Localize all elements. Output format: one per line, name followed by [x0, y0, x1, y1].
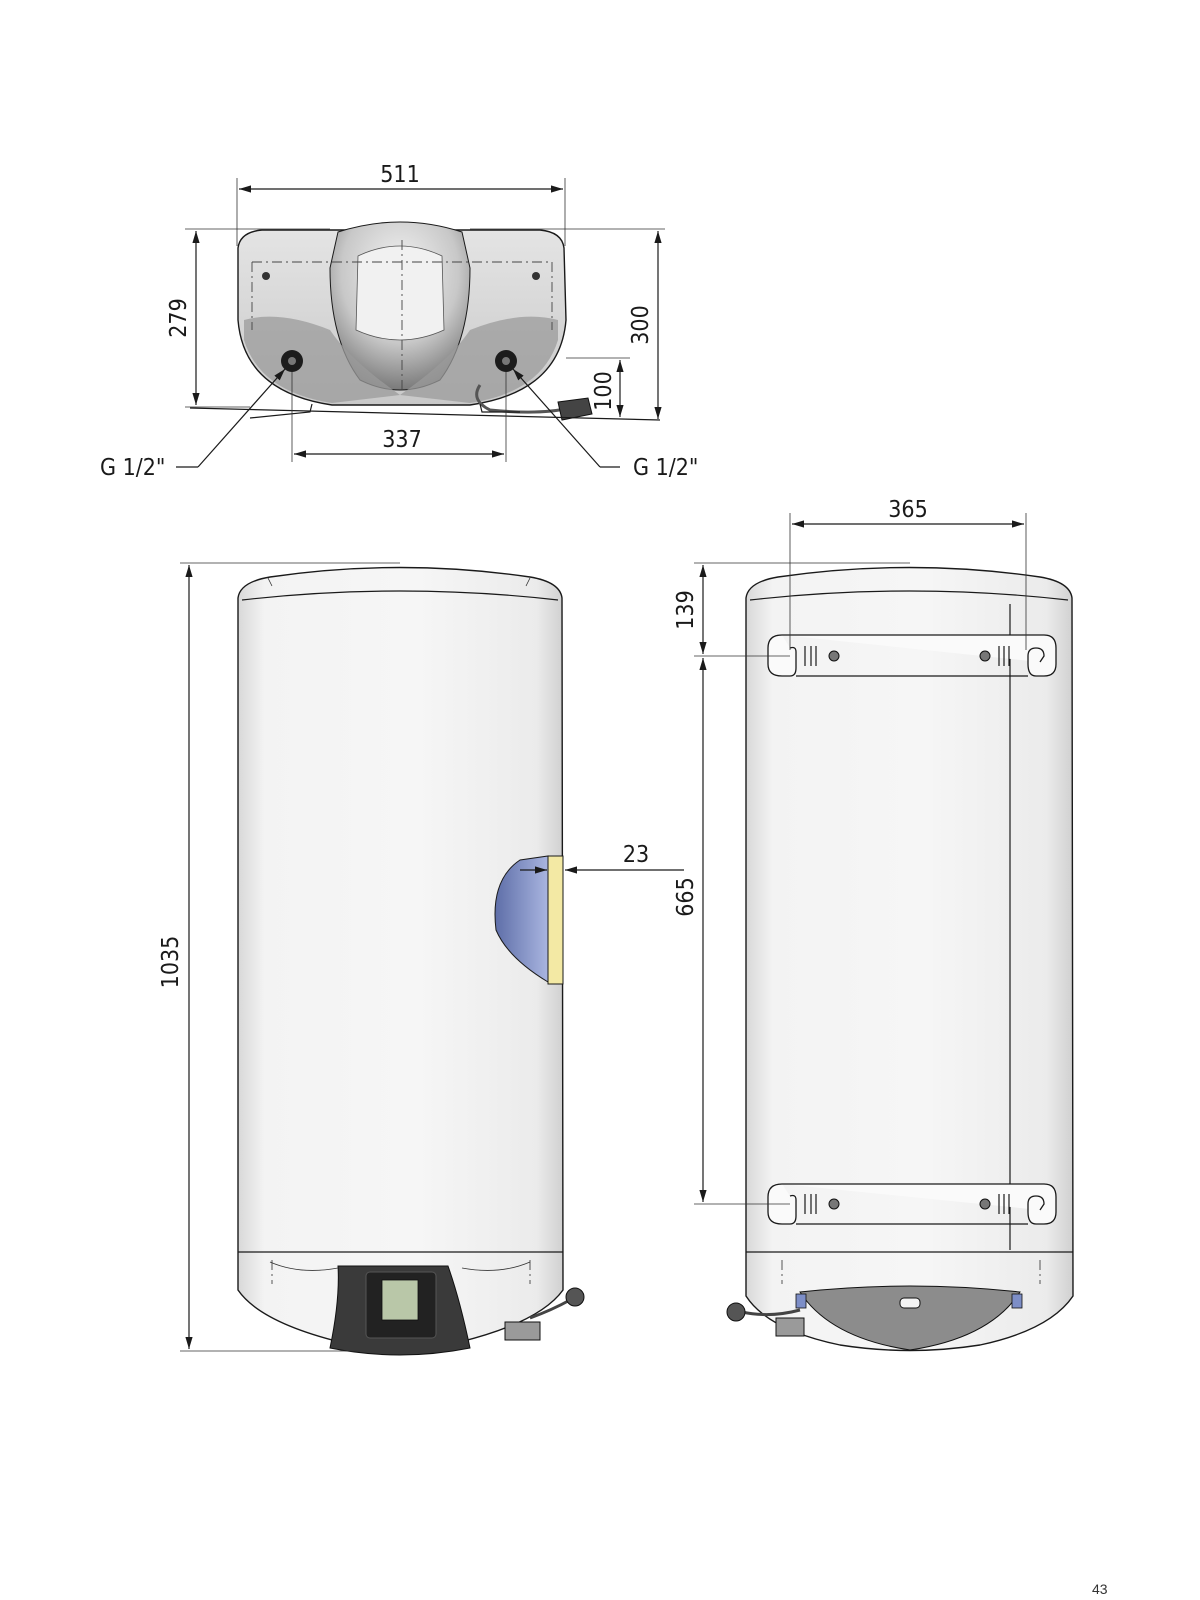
front-view-plug — [565, 1287, 585, 1307]
front-view-lcd — [381, 1279, 419, 1321]
side-view-body — [745, 566, 1074, 1352]
dim-side-bracket-spacing: 365 — [888, 497, 928, 523]
front-view-yellow-panel — [547, 855, 564, 985]
side-view-bottom-dome — [799, 1285, 1021, 1351]
dim-top-inlet-offset: 100 — [591, 371, 617, 411]
top-view — [189, 221, 661, 421]
front-view-dimensions: 1035 23 — [158, 562, 684, 1352]
top-view-screw-right — [532, 272, 540, 280]
dim-top-inlet-spacing: 337 — [382, 427, 422, 453]
dim-display-protrusion: 23 — [623, 842, 649, 868]
top-view-cable — [475, 384, 571, 414]
top-view-dimensions: 511 279 300 100 337 G 1/2" G 1/2" — [100, 162, 698, 481]
top-view-left-shadow — [244, 316, 400, 403]
top-view-dome-highlight — [355, 245, 445, 341]
top-view-plug — [557, 397, 593, 421]
side-view — [726, 566, 1074, 1352]
front-view-blue-panel — [494, 855, 549, 983]
label-connection-right: G 1/2" — [633, 455, 698, 481]
front-view-fitting — [504, 1321, 541, 1341]
dim-top-depth-right: 300 — [628, 305, 654, 345]
side-view-blue-fitting-right — [1011, 1293, 1023, 1309]
side-view-plug — [726, 1302, 746, 1322]
front-view-body — [237, 566, 564, 1350]
side-view-valve — [775, 1317, 805, 1337]
page-number: 43 — [1092, 1581, 1108, 1597]
front-view — [237, 566, 585, 1356]
side-view-cable — [741, 1308, 801, 1317]
side-view-bottom-bracket — [767, 1183, 1057, 1225]
side-view-top-bracket — [767, 634, 1057, 677]
dim-top-width: 511 — [380, 162, 420, 188]
top-view-screw-left — [262, 272, 270, 280]
dim-front-height: 1035 — [158, 936, 184, 989]
side-view-dimensions: 365 139 665 — [673, 497, 1027, 1205]
top-view-right-shadow — [400, 316, 558, 403]
dim-side-top-offset: 139 — [673, 590, 699, 630]
dim-top-depth-left: 279 — [166, 298, 192, 338]
dim-side-bracket-vertical: 665 — [673, 877, 699, 917]
side-view-blue-fitting-left — [795, 1293, 807, 1309]
label-connection-left: G 1/2" — [100, 455, 165, 481]
